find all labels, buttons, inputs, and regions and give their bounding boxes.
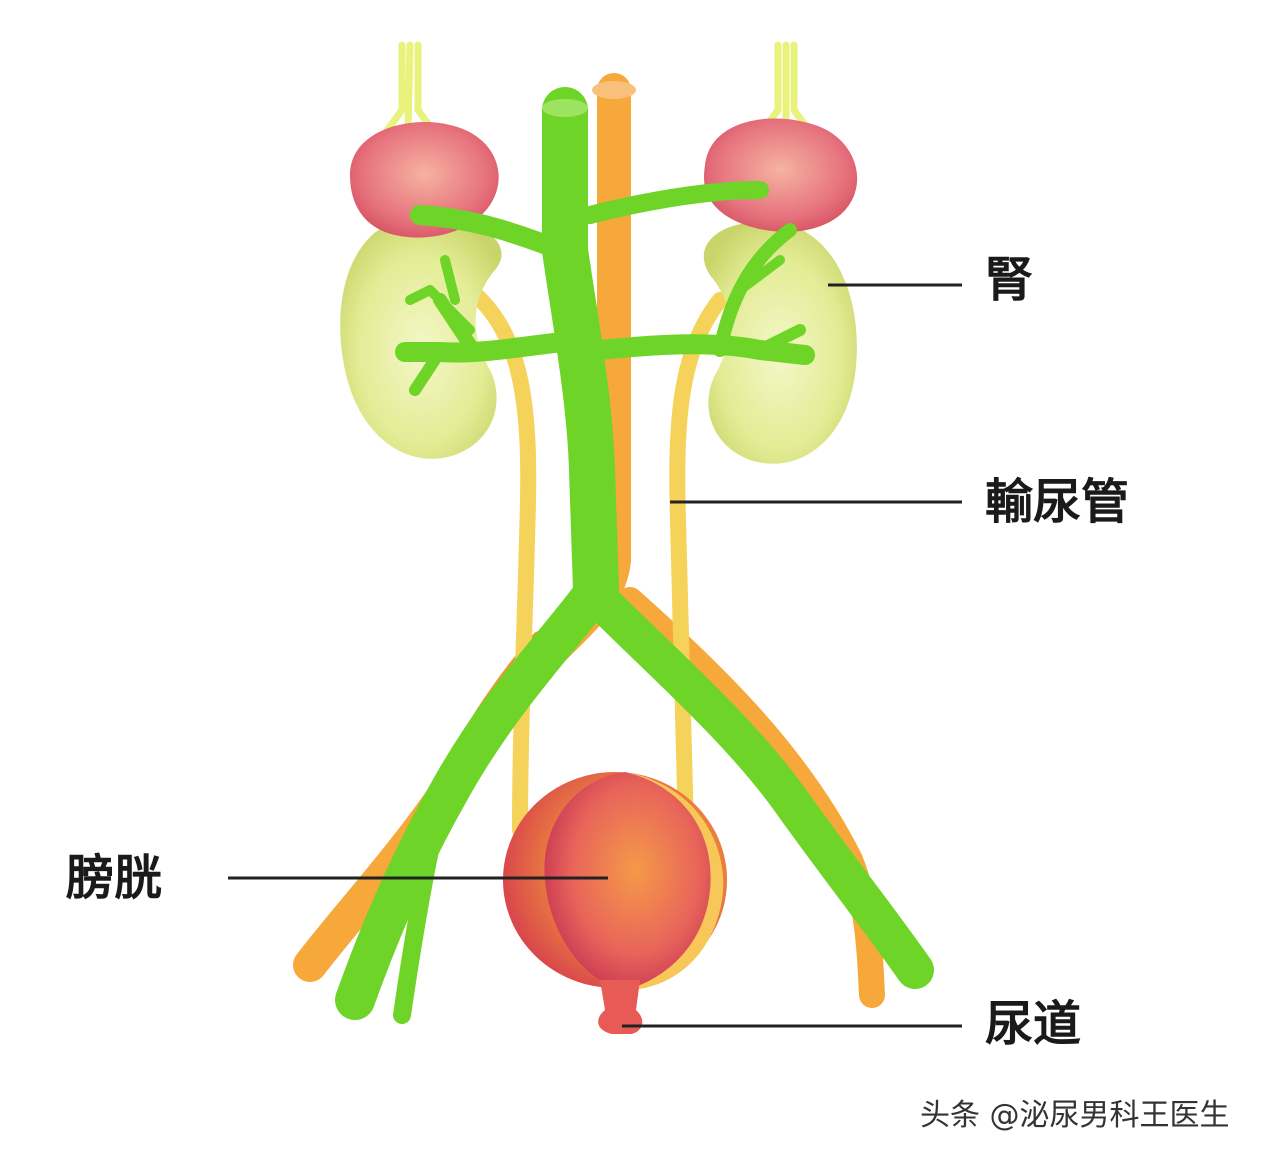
- watermark: 头条 @泌尿男科王医生: [920, 1098, 1230, 1133]
- vena-cava: [335, 87, 934, 1024]
- ureter-label: 輸尿管: [985, 474, 1130, 530]
- vena-cava-top: [542, 99, 588, 117]
- bladder-label: 膀胱: [66, 850, 163, 906]
- bladder: [503, 772, 727, 990]
- aorta-top: [592, 81, 636, 99]
- adrenal-gland-right: [704, 118, 858, 232]
- urethra-label: 尿道: [985, 996, 1082, 1052]
- kidney-label: 腎: [985, 252, 1034, 308]
- leader-lines: [228, 283, 962, 1028]
- kidney-left: [340, 217, 502, 459]
- ureter-right: [669, 292, 728, 838]
- adrenal-gland-left: [350, 122, 499, 238]
- urethra-neck: [598, 980, 643, 1034]
